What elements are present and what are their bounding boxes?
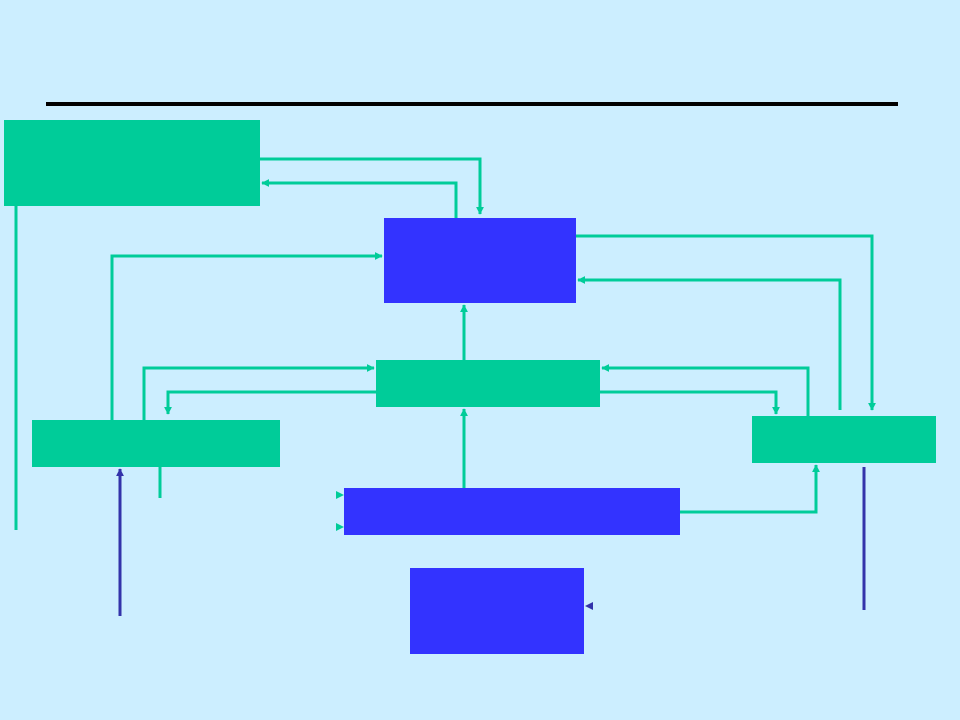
connector-centermid-to-rightmid (600, 390, 780, 415)
box-left-mid (32, 420, 280, 467)
box-top-left (4, 120, 260, 206)
connector-rightmid-to-centermid (601, 364, 810, 416)
input-arrow-lower (336, 523, 344, 531)
connector-leftmid-to-centermid (142, 364, 375, 420)
box-right-mid (752, 416, 936, 463)
box-bottom-wide (344, 488, 680, 535)
connector-centermid-to-leftmid (164, 390, 376, 415)
box-center-top (384, 218, 576, 303)
connector-rightmid-to-centertop (577, 276, 842, 410)
connector-leftmid-to-centertop (110, 252, 383, 420)
connector-topleft-to-centertop (260, 157, 484, 215)
box-bottom-small (410, 568, 584, 654)
connector-bottomwide-to-rightmid (680, 464, 820, 514)
input-arrow-bottomsmall (585, 602, 593, 610)
connector-centertop-to-rightmid (576, 234, 876, 411)
box-center-mid (376, 360, 600, 407)
connector-centertop-to-topleft (261, 179, 458, 218)
input-arrow-upper (336, 491, 344, 499)
